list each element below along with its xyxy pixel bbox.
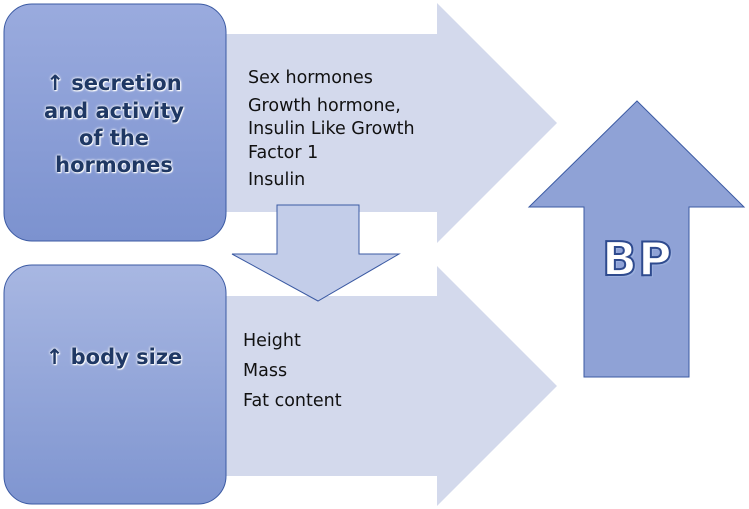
- hormones-box-label: ↑ secretion and activity of the hormones: [14, 40, 214, 210]
- top-right-arrow: [222, 3, 557, 243]
- hormones-label-line-2: and activity: [44, 98, 184, 123]
- bp-up-arrow: [527, 100, 746, 378]
- hormones-box: [3, 3, 227, 242]
- hormones-label-line-4: hormones: [55, 153, 173, 178]
- hormones-label-line-3: of the: [78, 126, 150, 150]
- body-size-list: Height Mass Fat content: [243, 326, 342, 416]
- body-size-box: [3, 264, 227, 505]
- list-item: Sex hormones: [248, 68, 373, 88]
- body-size-box-label: ↑ body size: [14, 330, 214, 386]
- list-item: Insulin: [248, 170, 306, 190]
- bottom-right-arrow: [222, 266, 557, 506]
- down-arrow: [231, 204, 401, 302]
- list-item: Growth hormone,: [248, 95, 401, 116]
- list-item: Fat content: [243, 391, 342, 411]
- list-item: Mass: [243, 361, 288, 381]
- list-item: Factor 1: [248, 142, 319, 163]
- body-size-label: ↑ body size: [45, 345, 183, 370]
- hormone-list: Sex hormones Growth hormone, Insulin Lik…: [248, 65, 415, 195]
- list-item: Insulin Like Growth: [248, 119, 415, 139]
- hormones-label-line-1: ↑ secretion: [46, 71, 182, 96]
- bp-label: BP: [601, 231, 673, 287]
- list-item: Height: [243, 331, 301, 351]
